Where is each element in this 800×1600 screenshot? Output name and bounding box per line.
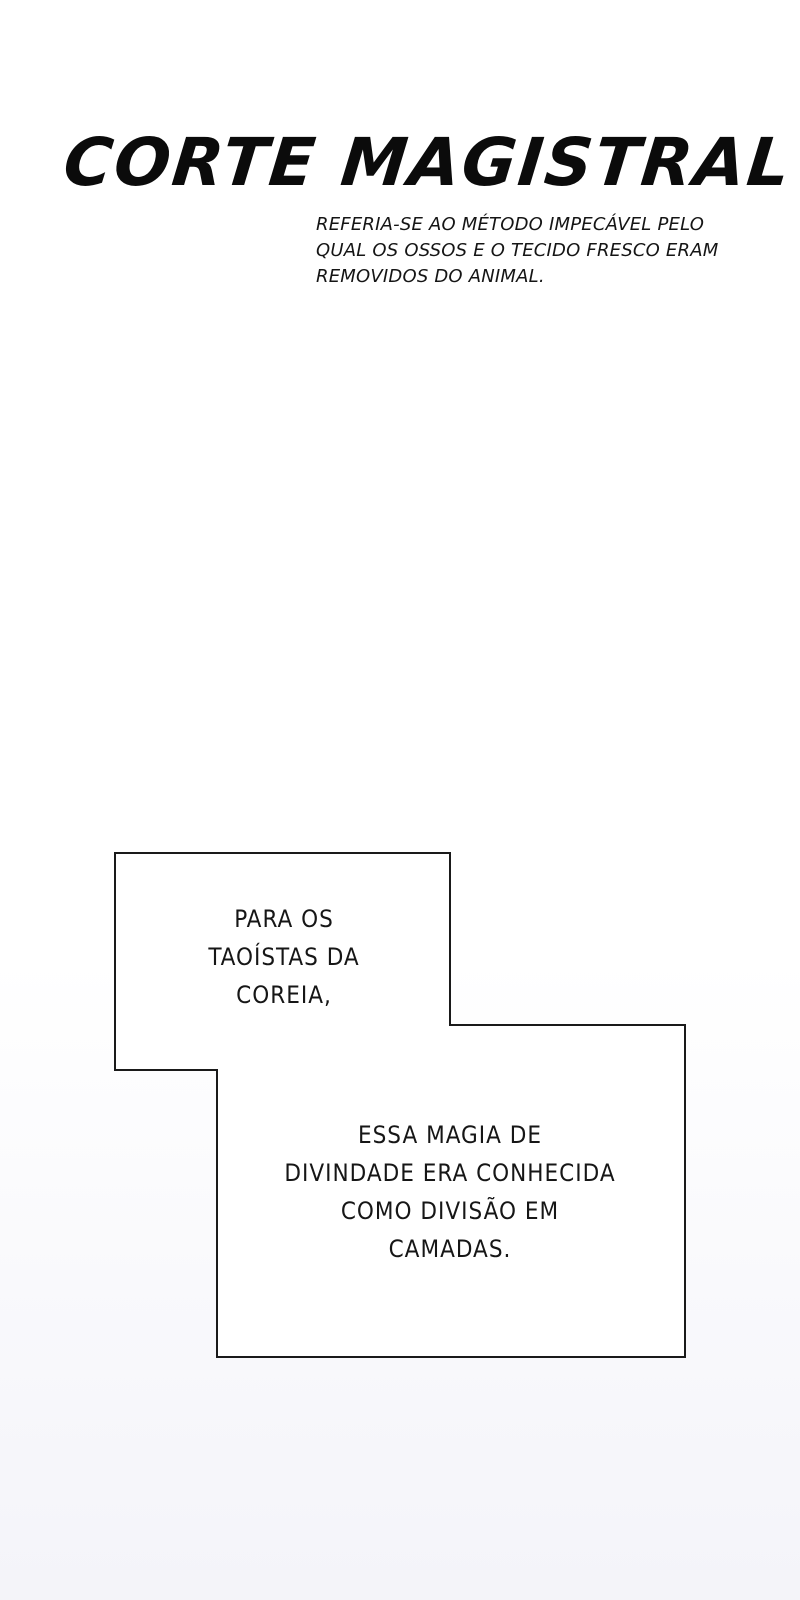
page-title: CORTE MAGISTRAL [60,124,796,201]
definition-line: QUAL OS OSSOS E O TECIDO FRESCO ERAM [316,240,719,261]
caption-line: TAOÍSTAS DA [208,943,360,971]
caption-line: CAMADAS. [388,1235,512,1263]
title-definition: REFERIA-SE AO MÉTODO IMPECÁVEL PELO QUAL… [316,212,756,290]
definition-line: REFERIA-SE AO MÉTODO IMPECÁVEL PELO [316,214,705,235]
caption-first: PARA OS TAOÍSTAS DA COREIA, [184,900,384,1014]
caption-line: COMO DIVISÃO EM [340,1197,560,1225]
caption-line: COREIA, [236,981,332,1009]
definition-line: REMOVIDOS DO ANIMAL. [316,266,545,287]
caption-line: PARA OS [234,905,334,933]
caption-line: DIVINDADE ERA CONHECIDA [284,1159,616,1187]
caption-second: ESSA MAGIA DE DIVINDADE ERA CONHECIDA CO… [270,1116,630,1268]
caption-line: ESSA MAGIA DE [357,1121,543,1149]
